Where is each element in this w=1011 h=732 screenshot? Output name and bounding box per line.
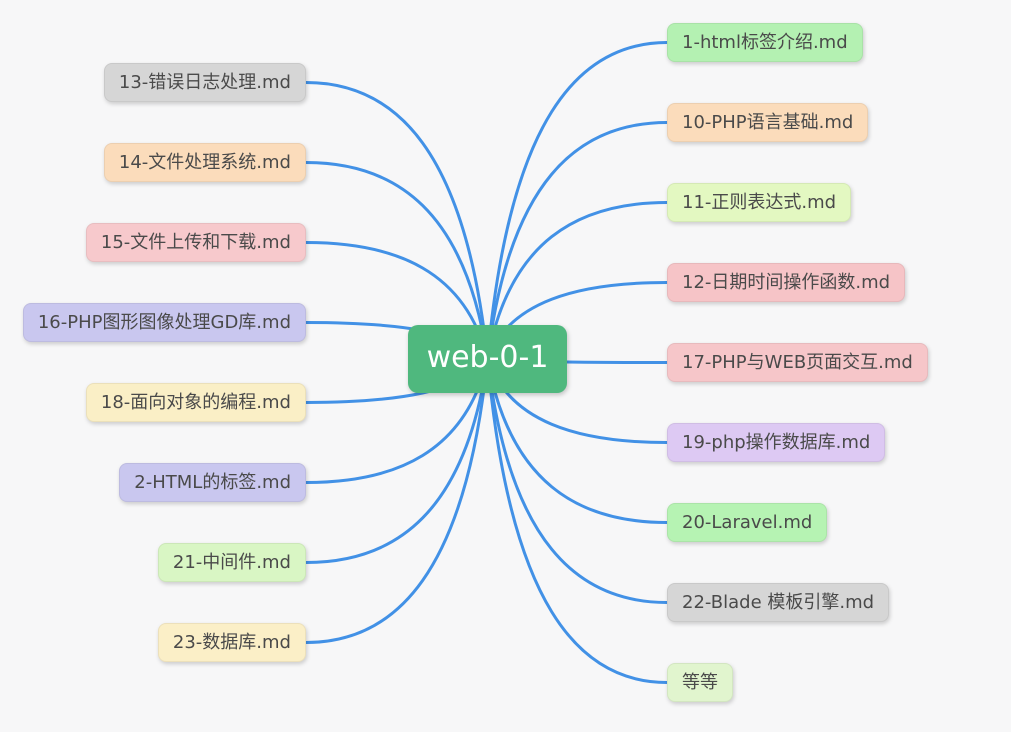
node-16-php-gd-library[interactable]: 16-PHP图形图像处理GD库.md <box>22 303 306 342</box>
node-14-file-system[interactable]: 14-文件处理系统.md <box>103 143 306 182</box>
connector-line <box>304 81 489 361</box>
node-13-error-log-handling[interactable]: 13-错误日志处理.md <box>103 63 306 102</box>
node-22-blade-template-engine[interactable]: 22-Blade 模板引擎.md <box>667 583 890 622</box>
connector-line <box>486 41 669 361</box>
connector-line <box>486 357 669 684</box>
connector-line <box>304 161 489 361</box>
node-23-database[interactable]: 23-数据库.md <box>157 623 306 662</box>
node-11-regex[interactable]: 11-正则表达式.md <box>667 183 852 222</box>
connector-line <box>304 357 489 564</box>
connector-line <box>304 357 489 644</box>
node-18-oop[interactable]: 18-面向对象的编程.md <box>85 383 306 422</box>
node-19-php-database-ops[interactable]: 19-php操作数据库.md <box>667 423 886 462</box>
node-10-php-basics[interactable]: 10-PHP语言基础.md <box>667 103 869 142</box>
node-2-html-tags[interactable]: 2-HTML的标签.md <box>119 463 306 502</box>
node-20-laravel[interactable]: 20-Laravel.md <box>667 503 828 542</box>
connector-line <box>486 357 669 604</box>
node-15-file-upload-download[interactable]: 15-文件上传和下载.md <box>85 223 306 262</box>
connector-line <box>486 121 669 361</box>
root-node[interactable]: web-0-1 <box>408 325 567 393</box>
node-21-middleware[interactable]: 21-中间件.md <box>157 543 306 582</box>
node-1-html-tag-intro[interactable]: 1-html标签介绍.md <box>667 23 863 62</box>
node-17-php-web-interaction[interactable]: 17-PHP与WEB页面交互.md <box>667 343 928 382</box>
node-etc[interactable]: 等等 <box>667 663 733 702</box>
connector-line <box>486 357 669 524</box>
node-12-datetime-functions[interactable]: 12-日期时间操作函数.md <box>667 263 906 302</box>
connector-line <box>486 201 669 361</box>
